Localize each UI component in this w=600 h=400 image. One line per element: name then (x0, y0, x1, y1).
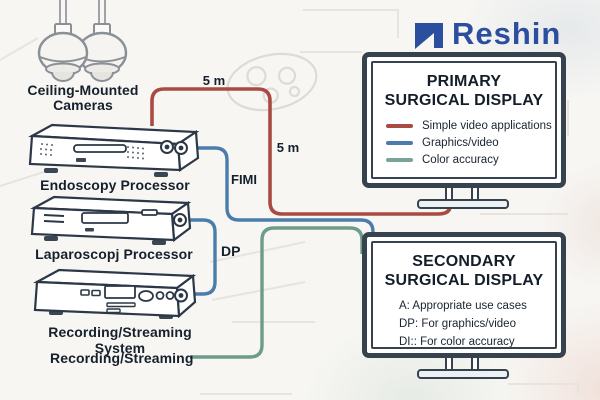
laparoscopy-processor-icon (30, 195, 192, 245)
cable-length-label-mid: 5 m (276, 140, 300, 155)
use-case-item: DP: For graphics/video (399, 318, 516, 330)
blue-line-swatch (386, 140, 413, 145)
primary-display-title-line1: PRIMARY (426, 73, 502, 90)
recording-streaming-label: Recording/Streaming (50, 350, 194, 366)
teal-line-swatch (386, 157, 413, 162)
secondary-display-screen: SECONDARY SURGICAL DISPLAY A: Appropriat… (371, 241, 557, 349)
primary-display-legend: Simple video applications Graphics/video… (373, 117, 555, 168)
monitor-stand (445, 358, 453, 371)
use-case-item: A: Appropriate use cases (399, 300, 527, 312)
red-cable (150, 87, 452, 216)
reshin-logo-icon (415, 23, 443, 49)
laparoscopy-processor-label: Laparoscopj Processor (35, 246, 193, 262)
cable-length-label-top: 5 m (202, 73, 226, 88)
secondary-display-title-line1: SECONDARY (412, 253, 516, 270)
primary-display-screen: PRIMARY SURGICAL DISPLAY Simple video ap… (371, 61, 557, 179)
legend-label: Graphics/video (422, 136, 499, 149)
secondary-display-monitor: SECONDARY SURGICAL DISPLAY A: Appropriat… (362, 232, 566, 358)
monitor-stand (471, 188, 479, 201)
dp-cable-label: DP (221, 243, 241, 259)
endoscopy-processor-icon (28, 123, 200, 177)
cameras-label: Ceiling-Mounted Cameras (27, 82, 139, 113)
ceiling-camera-icon (37, 0, 128, 82)
endoscopy-processor-label: Endoscopy Processor (40, 177, 190, 193)
blue-cable-hdmi (183, 146, 375, 254)
monitor-stand-base (417, 199, 509, 209)
monitor-stand (445, 188, 453, 201)
blue-cable-dp (183, 218, 217, 296)
secondary-display-title-line2: SURGICAL DISPLAY (384, 272, 544, 289)
reshin-logo-text: Reshin (452, 16, 562, 51)
use-case-item: DI:: For color accuracy (399, 336, 515, 348)
teal-cable (190, 226, 364, 359)
legend-row: Graphics/video (373, 134, 555, 151)
legend-row: Color accuracy (373, 151, 555, 168)
monitor-stand (471, 358, 479, 371)
secondary-display-use-cases: A: Appropriate use cases DP: For graphic… (373, 297, 555, 348)
recording-system-label: Recording/Streaming System (48, 324, 192, 356)
red-line-swatch (386, 123, 413, 128)
legend-label: Simple video applications (422, 119, 552, 132)
monitor-stand-base (417, 369, 509, 379)
primary-display-title-line2: SURGICAL DISPLAY (384, 92, 544, 109)
legend-label: Color accuracy (422, 153, 499, 166)
recording-streaming-system-icon (32, 268, 197, 319)
legend-row: Simple video applications (373, 117, 555, 134)
primary-display-monitor: PRIMARY SURGICAL DISPLAY Simple video ap… (362, 52, 566, 188)
hdmi-cable-label: FIMI (231, 172, 257, 187)
